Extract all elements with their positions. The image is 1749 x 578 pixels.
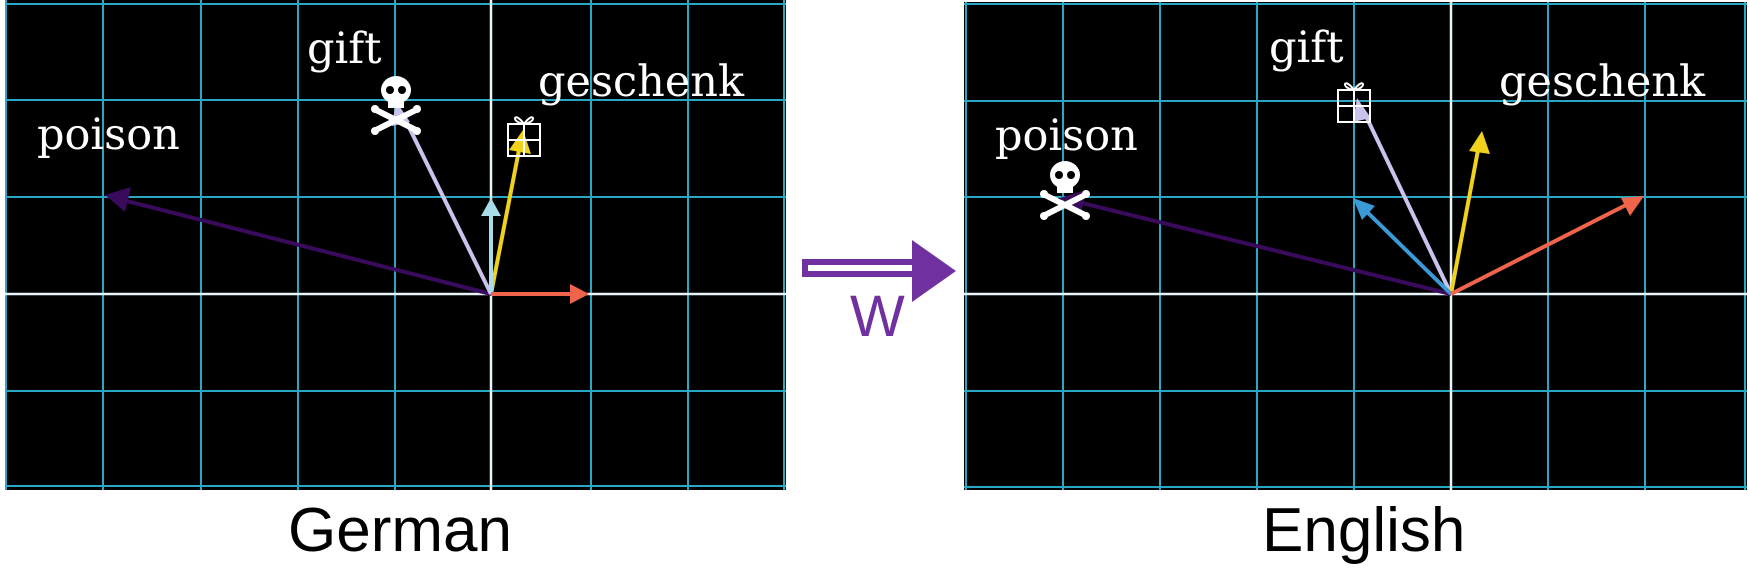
german-caption: German (288, 496, 512, 565)
poison-label: poison (37, 110, 180, 160)
geschenk-label: geschenk (1499, 57, 1706, 107)
transform-matrix-label: W (850, 284, 905, 349)
skull-and-crossbones-icon (371, 76, 421, 135)
german-vector-plot: gift geschenk poison (5, 0, 786, 490)
axes (964, 2, 1747, 490)
poison-vector (105, 187, 492, 296)
wrapped-present-icon (1337, 82, 1371, 123)
english-vector-space-panel: gift geschenk poison (964, 2, 1747, 490)
poison-label: poison (995, 111, 1138, 161)
wrapped-present-icon (507, 116, 541, 157)
geschenk-vector (489, 130, 531, 295)
gift-label: gift (307, 24, 381, 74)
skull-and-crossbones-icon (1040, 161, 1090, 220)
poison-vector (1060, 190, 1452, 296)
basis-vector-i (1450, 196, 1644, 296)
basis-vector-j (481, 198, 501, 294)
transform-arrow-icon (802, 240, 956, 302)
german-vector-space-panel: gift geschenk poison (5, 0, 786, 490)
basis-vector-i (491, 284, 589, 304)
grid-lines (5, 0, 786, 490)
geschenk-vector (1449, 131, 1490, 295)
gift-vector (1353, 98, 1453, 295)
english-vector-plot: gift geschenk poison (964, 2, 1747, 490)
gift-label: gift (1269, 23, 1343, 73)
grid-lines (964, 2, 1747, 490)
geschenk-label: geschenk (538, 57, 745, 107)
english-caption: English (1262, 496, 1466, 565)
basis-vector-j (1353, 198, 1453, 296)
